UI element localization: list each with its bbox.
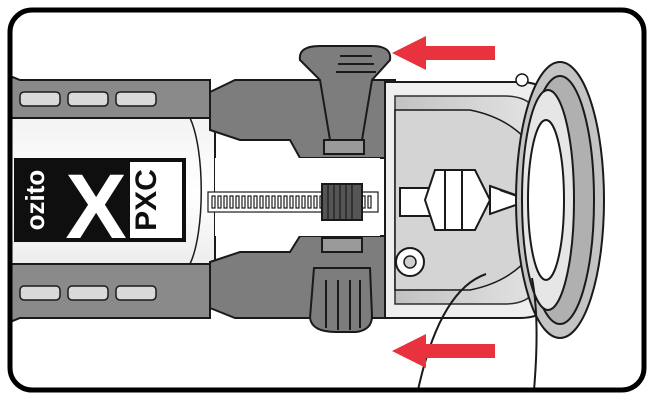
scale-tick [265,195,270,209]
scale-tick [253,195,258,209]
scale-tick [241,195,246,209]
brand-name: ozito [20,170,50,231]
scale-tick [235,195,240,209]
callout-lines [417,273,538,390]
scale-tick [367,195,372,209]
bottom-wing-knob [308,237,374,333]
scale-tick [271,195,276,209]
collet-nut [399,169,534,231]
top-arrow [392,36,495,70]
top-wing-knob [298,45,392,155]
end-ring [515,61,605,339]
scale-tick [313,195,318,209]
series-label: PXC [130,169,163,231]
scale-tick [301,195,306,209]
scale-tick [217,195,222,209]
scale-tick [295,195,300,209]
illustration-frame [7,7,647,393]
scale-tick [277,195,282,209]
scale-tick [307,195,312,209]
scale-tick [211,195,216,209]
bottom-arrow [392,334,495,368]
scale-tick [247,195,252,209]
brand-label: ozito X PXC [14,156,186,258]
series-mark: X [65,156,126,258]
scale-tick [229,195,234,209]
vent-slots [19,91,157,301]
scale-tick [289,195,294,209]
scale-tick [223,195,228,209]
scale-tick [259,195,264,209]
scale-tick [283,195,288,209]
adjust-gear [321,183,363,221]
